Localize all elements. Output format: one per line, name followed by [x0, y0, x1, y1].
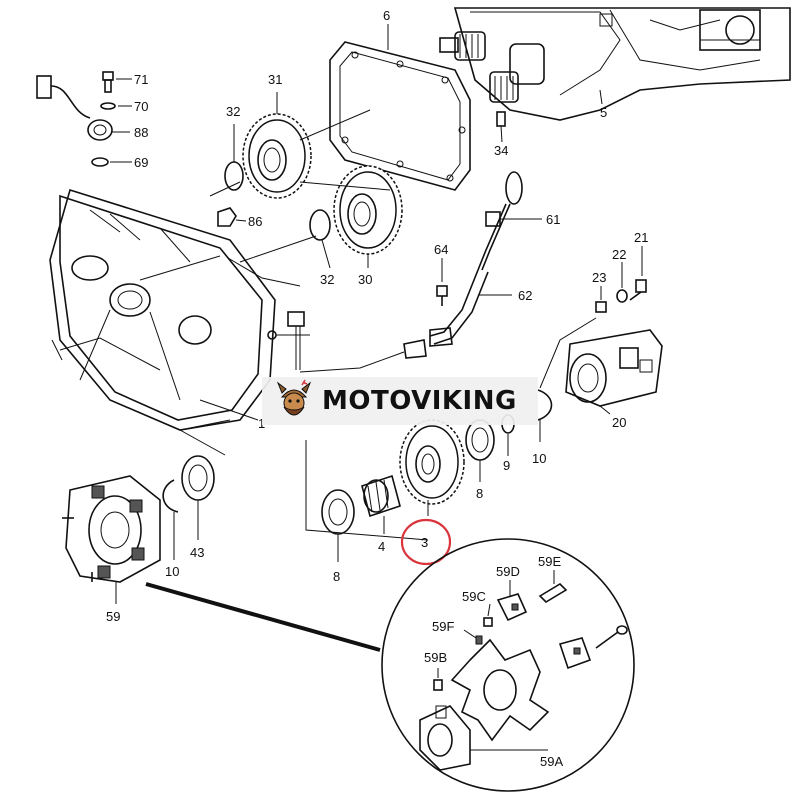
sensor-part-88 [36, 75, 130, 141]
label-part-70: 70 [134, 99, 148, 114]
label-part-59C: 59C [462, 589, 486, 604]
detail-circle [381, 538, 635, 792]
watermark-brand-text: MOTOVIKING [322, 386, 517, 416]
bolt-part-21 [629, 246, 647, 301]
label-part-20: 20 [612, 415, 626, 430]
label-part-23: 23 [592, 270, 606, 285]
label-part-9: 9 [503, 458, 510, 473]
label-part-59A: 59A [540, 754, 563, 769]
label-part-32b: 32 [320, 272, 334, 287]
bolt-center [287, 311, 429, 541]
label-part-59B: 59B [424, 650, 447, 665]
nut-part-59C [483, 603, 493, 627]
flywheel-housing-part-1 [49, 188, 276, 431]
snap-ring-part-10-left [162, 479, 179, 560]
snap-ring-part-32b [309, 209, 331, 241]
block-part-59D [496, 580, 528, 622]
coupling-part-59 [62, 475, 161, 604]
label-part-22: 22 [612, 247, 626, 262]
nut-part-23 [595, 286, 607, 313]
watermark-banner: MOTOVIKING [262, 377, 538, 425]
label-part-8a: 8 [476, 486, 483, 501]
hydraulic-pump-part-5 [439, 7, 791, 121]
viking-mascot-icon [276, 379, 312, 416]
snap-ring-part-10 [537, 389, 553, 421]
label-part-10b: 10 [165, 564, 179, 579]
detail-connector-line [145, 582, 381, 652]
guide-tube-part-62 [429, 269, 512, 347]
label-part-59D: 59D [496, 564, 520, 579]
label-part-59E: 59E [538, 554, 561, 569]
o-ring-part-69 [91, 157, 132, 167]
label-part-86: 86 [248, 214, 262, 229]
label-part-59F: 59F [432, 619, 454, 634]
label-part-1: 1 [258, 416, 265, 431]
highlight-circle-part-3 [400, 518, 452, 566]
label-part-43: 43 [190, 545, 204, 560]
gear-part-31 [242, 92, 312, 199]
key-part-34 [496, 111, 506, 127]
hub-part-59-detail [419, 705, 471, 771]
label-part-10a: 10 [532, 451, 546, 466]
label-part-71: 71 [134, 72, 148, 87]
bearing-part-43 [181, 455, 215, 540]
label-part-31: 31 [268, 72, 282, 87]
bolt-part-71 [102, 71, 132, 93]
washer-part-22 [616, 262, 628, 303]
dipstick-part-61 [477, 171, 542, 271]
label-part-88: 88 [134, 125, 148, 140]
bolt-part-59B [433, 668, 443, 691]
bearing-part-8-upper [465, 419, 495, 482]
label-part-4: 4 [378, 539, 385, 554]
label-part-69: 69 [134, 155, 148, 170]
label-part-34: 34 [494, 143, 508, 158]
needle-bearing-part-4 [361, 474, 401, 534]
plug-part-86 [217, 207, 247, 227]
gasket-flange [403, 339, 427, 359]
gear-part-3 [399, 419, 465, 505]
gear-pump-part-20 [565, 329, 663, 415]
label-part-59: 59 [106, 609, 120, 624]
coupling-element-part-59A [450, 638, 550, 751]
label-part-5: 5 [600, 105, 607, 120]
gasket-part-6 [329, 24, 471, 191]
bolt-part-59E [538, 570, 568, 604]
label-part-62: 62 [518, 288, 532, 303]
label-part-30: 30 [358, 272, 372, 287]
gear-part-30 [333, 165, 403, 268]
label-part-21: 21 [634, 230, 648, 245]
label-part-64: 64 [434, 242, 448, 257]
washer-part-70 [100, 102, 132, 110]
label-part-32a: 32 [226, 104, 240, 119]
label-part-61: 61 [546, 212, 560, 227]
label-part-6: 6 [383, 8, 390, 23]
snap-ring-part-32 [224, 161, 244, 191]
bearing-part-8-lower [321, 489, 355, 562]
label-part-3: 3 [421, 535, 428, 550]
label-part-8b: 8 [333, 569, 340, 584]
block-with-bolt-detail [558, 625, 628, 670]
pin-part-59F [463, 629, 483, 645]
bolt-part-64 [436, 258, 448, 306]
